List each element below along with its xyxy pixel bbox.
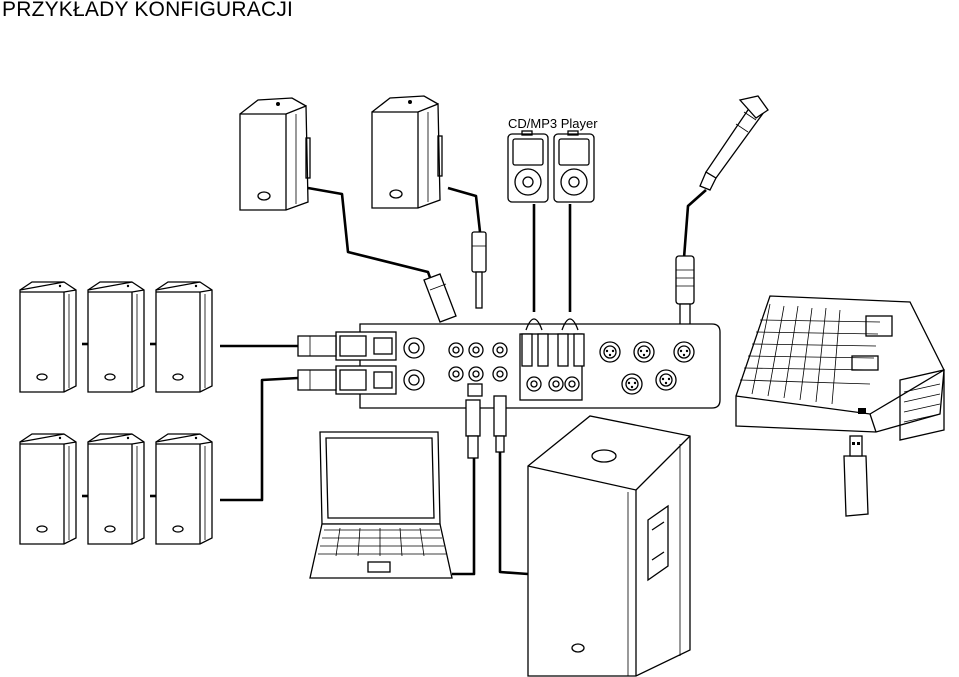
rca-plugs-players (521, 318, 585, 367)
monitor-speaker-right (371, 95, 443, 209)
cable-subwoofer (498, 450, 529, 576)
mp3-player-2 (553, 130, 595, 203)
laptop (309, 431, 453, 579)
usb-plugs (465, 395, 507, 459)
rear-panel (297, 323, 721, 409)
cable-microphone (682, 189, 707, 259)
cables (82, 186, 707, 576)
column-speakers-top (19, 281, 213, 393)
mixer (735, 295, 945, 441)
monitor-speaker-left (239, 97, 311, 211)
column-speakers-bottom (19, 433, 213, 545)
subwoofer (527, 415, 691, 677)
usb-stick (843, 435, 869, 517)
cd-player-label: CD/MP3 Player (508, 116, 598, 131)
jack-plug-monitor (471, 231, 487, 309)
cable-monitor-right (447, 186, 482, 233)
mp3-player-1 (507, 130, 549, 203)
microphone (699, 95, 769, 191)
page-title: PRZYKŁADY KONFIGURACJI (2, 0, 294, 21)
cable-laptop-usb (452, 458, 476, 576)
cable-speakers-bottom (220, 376, 299, 502)
xlr-plug-monitor (423, 273, 457, 323)
xlr-plug (675, 255, 695, 329)
